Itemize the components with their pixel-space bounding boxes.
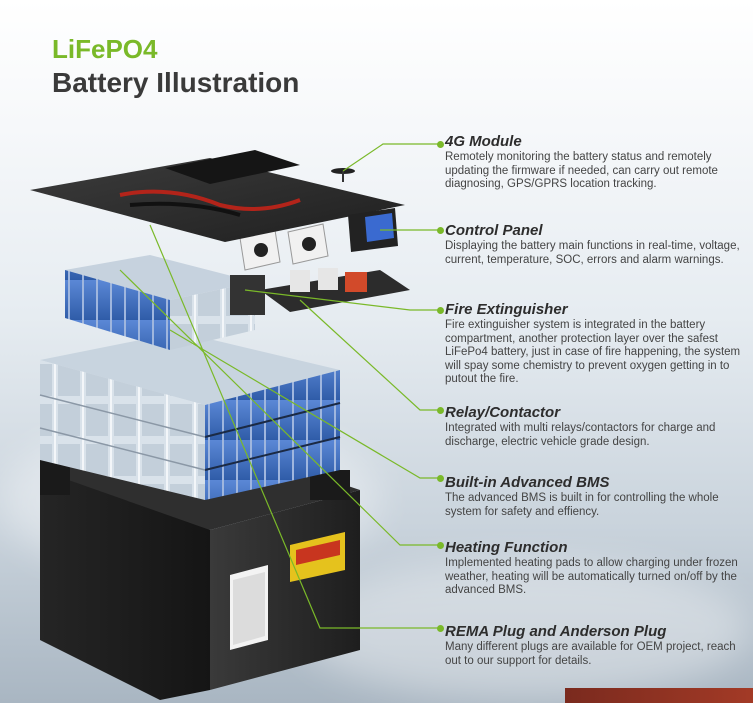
4g-module	[331, 168, 355, 182]
callout-dot	[437, 141, 444, 148]
feature-title: Heating Function	[445, 539, 568, 556]
header: LiFePO4 Battery Illustration	[52, 34, 299, 100]
battery-cell-stack	[39, 332, 341, 500]
feature-description: Remotely monitoring the battery status a…	[445, 151, 718, 191]
feature-description: Many different plugs are available for O…	[445, 641, 736, 667]
feature-description: Fire extinguisher system is integrated i…	[445, 319, 741, 386]
callout-dot	[437, 542, 444, 549]
callout-lines	[119, 143, 440, 629]
feature-relay-contactor: Relay/Contactor Integrated with multi re…	[445, 404, 745, 449]
upper-cell-module	[65, 255, 255, 350]
feature-built-in-bms: Built-in Advanced BMS The advanced BMS i…	[445, 474, 745, 519]
feature-description: Implemented heating pads to allow chargi…	[445, 557, 738, 597]
relay-tray	[230, 268, 410, 315]
callout-dot	[437, 407, 444, 414]
page-title: Battery Illustration	[52, 67, 300, 98]
battery-case	[40, 430, 360, 700]
fire-extinguisher-units	[239, 223, 329, 271]
callout-dot	[437, 307, 444, 314]
feature-title: 4G Module	[445, 133, 522, 150]
battery-lid	[30, 150, 405, 242]
feature-title: Relay/Contactor	[445, 404, 561, 421]
feature-description: Integrated with multi relays/contactors …	[445, 422, 716, 448]
feature-title: Control Panel	[445, 222, 543, 239]
page-subtitle: LiFePO4	[52, 34, 158, 64]
shipping-container-decor	[565, 688, 753, 703]
feature-title: REMA Plug and Anderson Plug	[445, 623, 667, 640]
callout-dot	[437, 475, 444, 482]
feature-description: Displaying the battery main functions in…	[445, 240, 740, 266]
feature-4g-module: 4G Module Remotely monitoring the batter…	[445, 133, 745, 192]
feature-control-panel: Control Panel Displaying the battery mai…	[445, 222, 745, 267]
feature-description: The advanced BMS is built in for control…	[445, 492, 719, 518]
feature-title: Fire Extinguisher	[445, 301, 568, 318]
callout-dot	[437, 227, 444, 234]
feature-title: Built-in Advanced BMS	[445, 474, 610, 491]
background-cloud	[300, 560, 750, 700]
callout-dot	[437, 625, 444, 632]
control-panel	[348, 208, 398, 252]
feature-heating-function: Heating Function Implemented heating pad…	[445, 539, 745, 598]
feature-plugs: REMA Plug and Anderson Plug Many differe…	[445, 623, 745, 668]
feature-fire-extinguisher: Fire Extinguisher Fire extinguisher syst…	[445, 301, 745, 387]
